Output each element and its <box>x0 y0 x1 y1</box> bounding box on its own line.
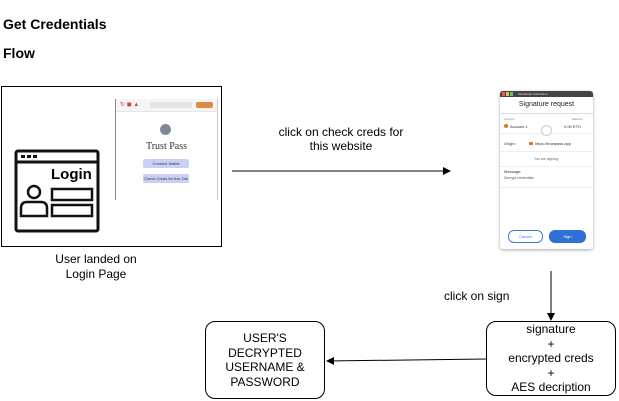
address-bar <box>150 102 192 108</box>
check-creds-button[interactable]: Check Creds for this Tab <box>143 174 189 183</box>
page-subtitle: Flow <box>3 45 35 61</box>
origin-label: Origin: <box>504 141 516 146</box>
check-creds-label-line-2: this website <box>309 139 373 153</box>
credentials-line-3: USERNAME & <box>225 360 305 374</box>
toolbar-icons: ↻ ◼ ▲ <box>120 102 140 108</box>
decryption-line-1: signature <box>526 322 576 337</box>
balance-value: 0.00 ETH <box>564 124 581 129</box>
check-creds-label-line-1: click on check creds for <box>278 125 404 139</box>
click-on-sign-label: click on sign <box>444 289 510 303</box>
signing-divider <box>500 166 593 167</box>
browser-toolbar: ↻ ◼ ▲ <box>116 99 217 112</box>
page-title: Get Credentials <box>3 16 107 32</box>
credentials-line-1: USER'S <box>243 331 287 345</box>
credentials-line-4: PASSWORD <box>230 374 300 389</box>
credentials-line-2: DECRYPTED <box>228 345 302 360</box>
sign-button[interactable]: Sign <box>549 230 586 243</box>
message-divider <box>500 187 593 188</box>
login-window-icon <box>14 149 100 233</box>
balance-label: Balance <box>572 117 583 121</box>
account-avatar <box>504 124 508 128</box>
decryption-line-3: encrypted creds <box>508 351 594 366</box>
login-text: Login <box>51 166 92 183</box>
window-controls <box>502 92 513 96</box>
arrow-to-credentials <box>326 356 487 365</box>
decryption-line-4: + <box>547 365 555 380</box>
origin-icon <box>529 142 533 145</box>
check-creds-label: click on check creds for this website <box>261 125 421 153</box>
decryption-line-5: AES decription <box>511 380 591 395</box>
account-label: Account <box>504 117 515 121</box>
cancel-button[interactable]: Cancel <box>508 230 543 243</box>
signature-header: Signature request <box>518 101 575 108</box>
header-divider <box>500 113 593 114</box>
login-page-caption: User landed on Login Page <box>36 252 156 281</box>
window-title: MetaMask Notification <box>518 92 548 96</box>
extension-icons <box>196 102 213 108</box>
extension-popup: ↻ ◼ ▲ Trust Pass Connect Wallet Check Cr… <box>115 99 218 200</box>
window-titlebar: MetaMask Notification <box>500 91 593 97</box>
loading-circle-icon <box>541 125 552 136</box>
message-label: Message: <box>504 169 522 174</box>
signature-request-window: MetaMask Notification Signature request … <box>500 91 593 249</box>
decryption-process-box: signature + encrypted creds + AES decrip… <box>486 321 616 396</box>
decrypted-credentials-box: USER'S DECRYPTED USERNAME & PASSWORD <box>205 321 325 399</box>
decryption-line-2: + <box>547 336 555 351</box>
trust-pass-logo-icon <box>160 124 171 135</box>
extension-title: Trust Pass <box>145 141 188 152</box>
login-caption-line-1: User landed on <box>55 252 137 266</box>
account-value: Account 1 <box>510 124 528 129</box>
connect-wallet-button[interactable]: Connect Wallet <box>143 159 189 168</box>
signing-text: You are signing: <box>534 157 559 161</box>
login-page-panel: Login ↻ ◼ ▲ Trust Pass Connect Wallet Ch… <box>1 86 222 247</box>
origin-divider <box>500 151 593 152</box>
login-caption-line-2: Login Page <box>65 266 127 281</box>
origin-value: https://trustpass.app <box>535 141 572 146</box>
message-value: Decrypt credentials <box>504 176 534 180</box>
